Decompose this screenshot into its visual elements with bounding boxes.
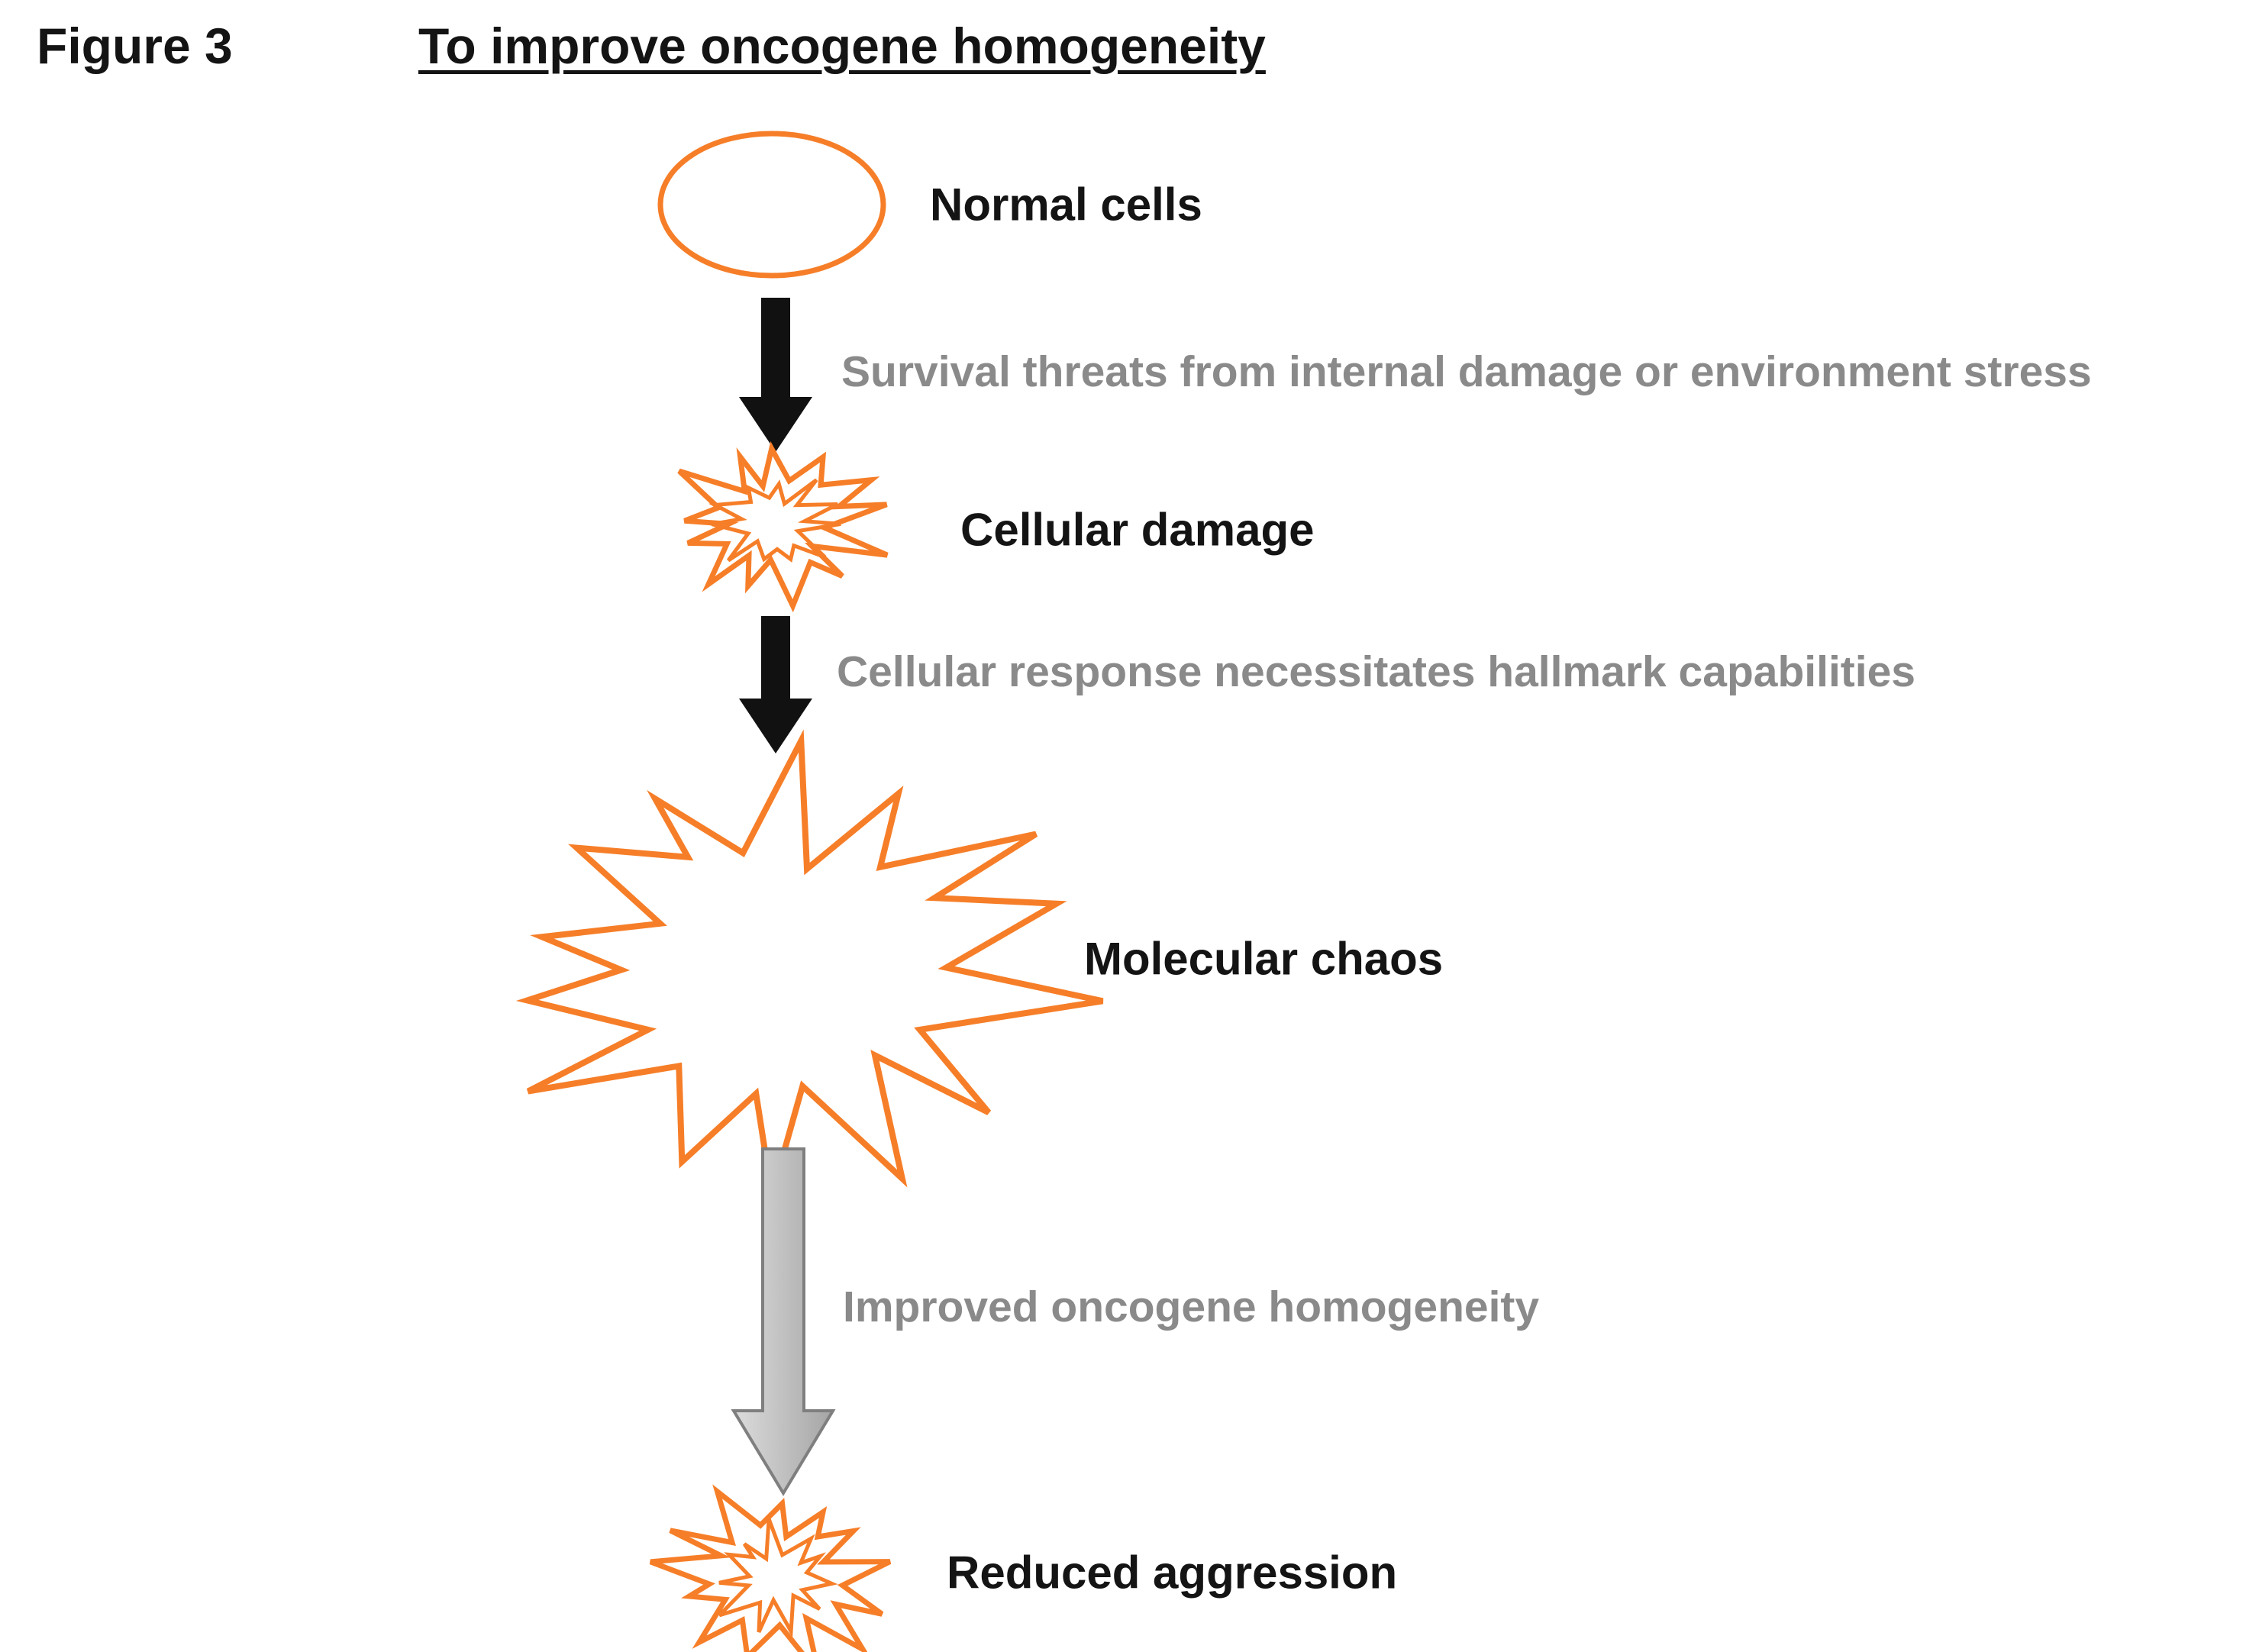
arrow-3-label: Improved oncogene homogeneity	[843, 1283, 1540, 1331]
reduced-aggression-starburst	[649, 1484, 892, 1652]
reduced-aggression-starburst-inner	[718, 1518, 838, 1638]
molecular-chaos-starburst	[515, 729, 1104, 1196]
normal-cells-label: Normal cells	[930, 179, 1202, 231]
cellular-damage-starburst	[677, 440, 889, 613]
cellular-damage-starburst-inner	[708, 478, 841, 563]
arrow-down-icon-1	[739, 298, 812, 452]
normal-cells-ellipse	[657, 131, 886, 279]
reduced-aggression-label: Reduced aggression	[947, 1547, 1398, 1599]
arrow-down-outlined-icon	[731, 1147, 836, 1496]
figure-number-label: Figure 3	[37, 18, 233, 74]
diagram-title: To improve oncogene homogeneity	[418, 18, 1266, 74]
molecular-chaos-label: Molecular chaos	[1084, 933, 1444, 985]
arrow-down-icon-2	[739, 616, 812, 753]
arrow-1-label: Survival threats from internal damage or…	[841, 347, 2092, 396]
arrow-2-label: Cellular response necessitates hallmark …	[837, 647, 1916, 696]
cellular-damage-label: Cellular damage	[960, 504, 1315, 556]
